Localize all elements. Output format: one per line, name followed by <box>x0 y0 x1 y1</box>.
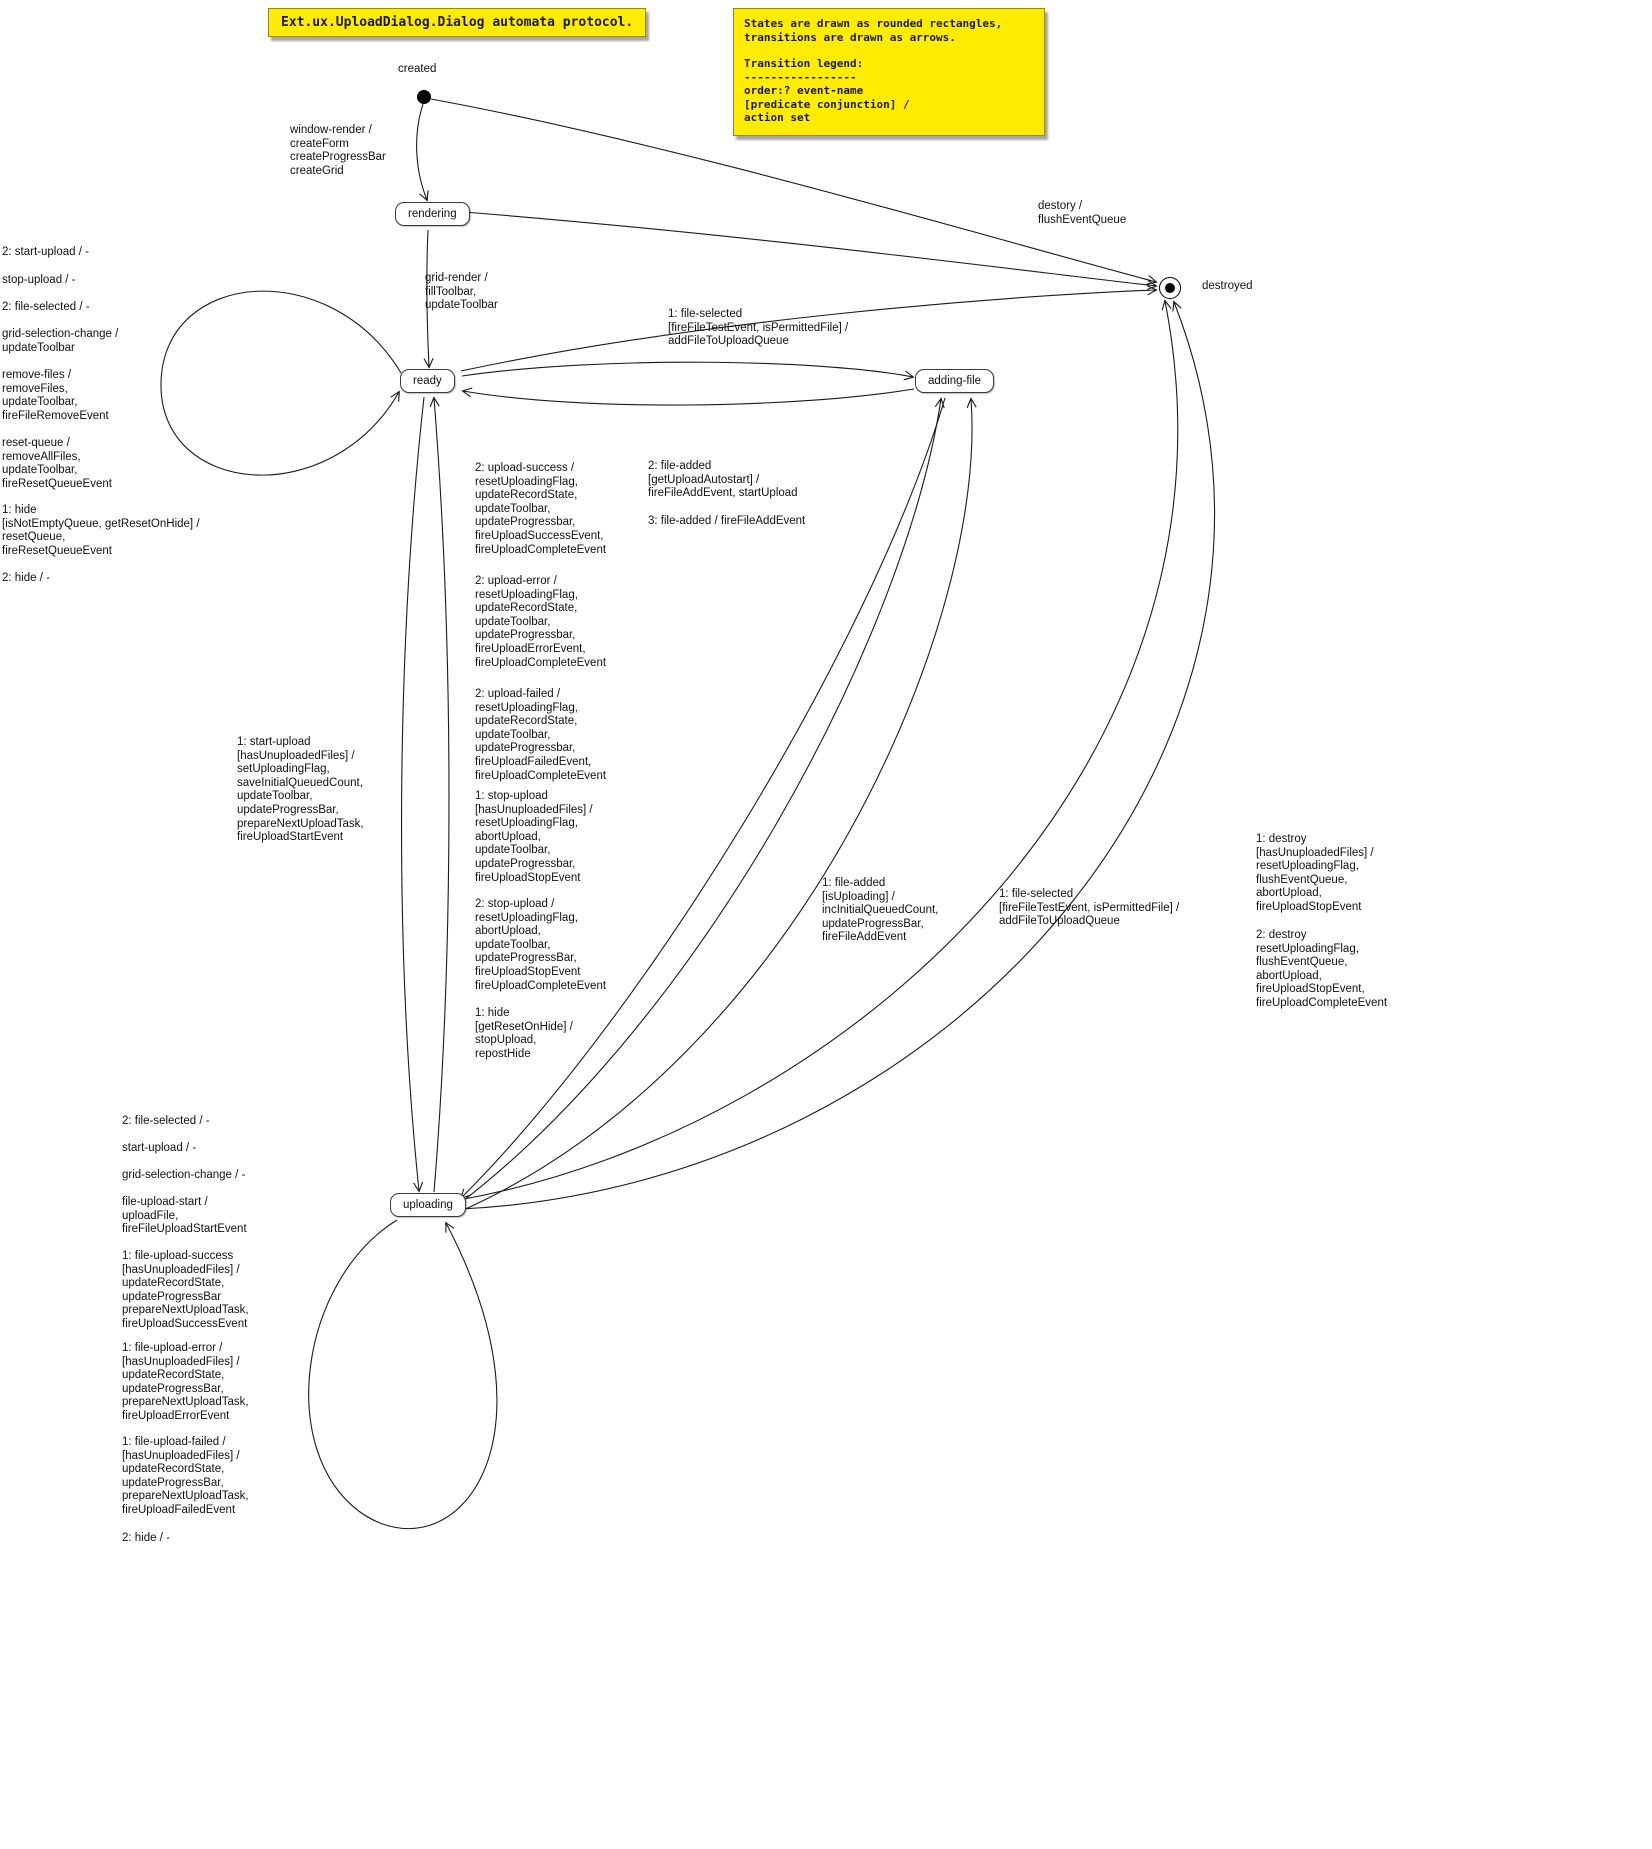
label-uploading-self-2: grid-selection-change / - <box>122 1169 246 1181</box>
label-uploading-self-6: 1: file-upload-failed / [hasUnuploadedFi… <box>122 1436 249 1516</box>
state-rendering: rendering <box>395 202 470 226</box>
label-ready-self-6: 1: hide [isNotEmptyQueue, getResetOnHide… <box>2 504 200 557</box>
legend-divider: ----------------- <box>744 70 857 84</box>
state-destroyed-label: destroyed <box>1202 280 1253 292</box>
label-file-added-isuploading: 1: file-added [isUploading] / incInitial… <box>822 877 939 944</box>
state-uploading: uploading <box>390 1193 466 1217</box>
edge-ready-destroyed <box>460 285 1158 372</box>
label-ready-self-4: remove-files / removeFiles, updateToolba… <box>2 369 109 422</box>
label-uploading-self-1: start-upload / - <box>122 1142 197 1154</box>
edge-rendering-destroyed <box>463 211 1158 291</box>
label-uploading-self-3: file-upload-start / uploadFile, fireFile… <box>122 1196 247 1236</box>
label-file-added-3: 3: file-added / fireFileAddEvent <box>648 515 806 527</box>
label-destroy-2: 2: destroy resetUploadingFlag, flushEven… <box>1256 929 1388 1009</box>
label-ready-self-0: 2: start-upload / - <box>2 246 89 258</box>
label-upload-failed: 2: upload-failed / resetUploadingFlag, u… <box>475 688 607 782</box>
edge-created-rendering <box>416 103 429 202</box>
edge-uploading-destroyed-2 <box>460 300 1215 1210</box>
label-start-upload: 1: start-upload [hasUnuploadedFiles] / s… <box>237 736 364 844</box>
label-file-added-2: 2: file-added [getUploadAutostart] / fir… <box>648 460 798 500</box>
state-created-label: created <box>398 63 437 75</box>
label-window-render: window-render / createForm createProgres… <box>290 124 386 177</box>
edge-addingfile-uploading <box>459 397 946 1200</box>
legend-heading: Transition legend: <box>744 57 864 70</box>
label-uploading-self-0: 2: file-selected / - <box>122 1115 210 1127</box>
label-grid-render: grid-render / fillToolbar, updateToolbar <box>425 272 498 312</box>
label-upload-success: 2: upload-success / resetUploadingFlag, … <box>475 462 607 556</box>
legend-body: order:? event-name [predicate conjunctio… <box>744 84 910 124</box>
label-destroy-1: 1: destroy [hasUnuploadedFiles] / resetU… <box>1256 833 1374 913</box>
edge-uploading-selfloop <box>308 1219 498 1530</box>
edge-rendering-ready <box>423 229 434 369</box>
label-ready-self-2: 2: file-selected / - <box>2 301 90 313</box>
state-ready: ready <box>400 369 455 393</box>
label-uploading-self-4: 1: file-upload-success [hasUnuploadedFil… <box>122 1250 249 1330</box>
edge-uploading-addingfile-2 <box>460 397 977 1212</box>
label-destory: destory / flushEventQueue <box>1038 200 1127 226</box>
label-ready-self-3: grid-selection-change / updateToolbar <box>2 328 119 354</box>
state-destroyed-final-node <box>1159 277 1181 299</box>
label-upload-error: 2: upload-error / resetUploadingFlag, up… <box>475 575 607 669</box>
edge-addingfile-ready <box>461 387 915 406</box>
label-uploading-self-5: 1: file-upload-error / [hasUnuploadedFil… <box>122 1342 249 1422</box>
diagram-title: Ext.ux.UploadDialog.Dialog automata prot… <box>268 8 647 37</box>
label-ready-self-7: 2: hide / - <box>2 572 50 584</box>
label-file-selected-ready: 1: file-selected [fireFileTestEvent, isP… <box>668 308 849 348</box>
label-ready-self-1: stop-upload / - <box>2 274 76 286</box>
label-ready-self-5: reset-queue / removeAllFiles, updateTool… <box>2 437 112 490</box>
state-destroyed-final-node-core <box>1165 283 1175 293</box>
label-stop-upload-2: 2: stop-upload / resetUploadingFlag, abo… <box>475 898 607 992</box>
label-stop-upload-1: 1: stop-upload [hasUnuploadedFiles] / re… <box>475 790 593 884</box>
legend-intro: States are drawn as rounded rectangles, … <box>744 17 1003 44</box>
edge-ready-selfloop <box>160 290 402 476</box>
state-created-initial-node <box>417 90 431 104</box>
state-adding-file: adding-file <box>915 369 995 393</box>
edge-uploading-addingfile-1 <box>458 397 945 1205</box>
legend-note: States are drawn as rounded rectangles, … <box>733 8 1045 136</box>
edge-ready-uploading <box>401 396 425 1193</box>
edge-uploading-ready <box>429 396 450 1193</box>
label-hide-getreset: 1: hide [getResetOnHide] / stopUpload, r… <box>475 1007 573 1060</box>
label-file-selected-uploading: 1: file-selected [fireFileTestEvent, isP… <box>999 888 1180 928</box>
label-uploading-self-7: 2: hide / - <box>122 1532 170 1544</box>
edge-created-destroyed <box>430 98 1158 285</box>
edge-uploading-destroyed-1 <box>458 299 1179 1201</box>
legend-gap <box>744 44 1034 57</box>
edge-ready-addingfile <box>461 361 915 381</box>
